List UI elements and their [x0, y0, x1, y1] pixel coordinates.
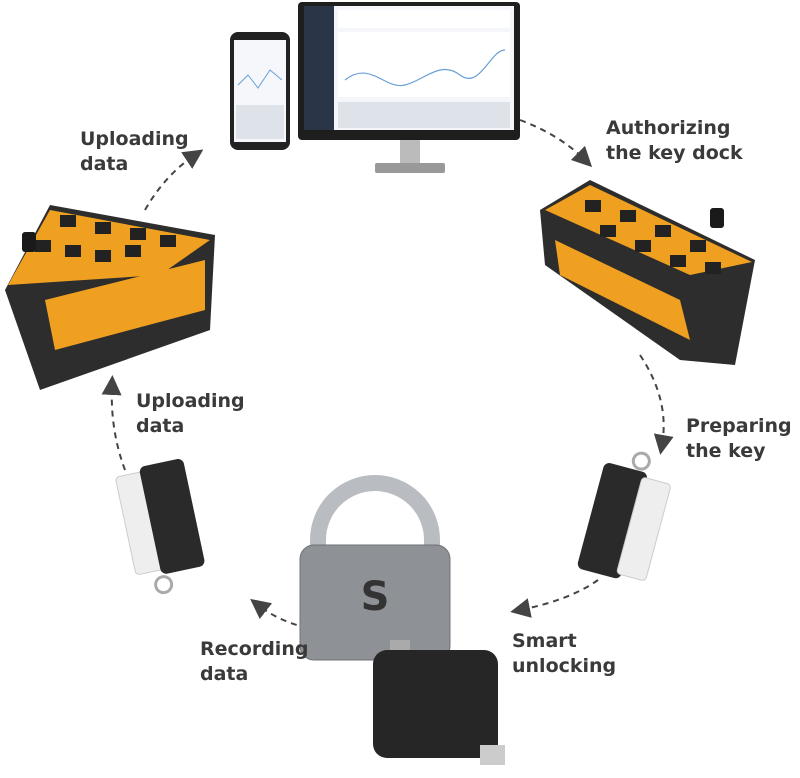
svg-text:S: S: [361, 574, 390, 620]
label-line: Smart: [512, 630, 577, 652]
arrow-lock-to-key-left: [250, 598, 341, 633]
step-label-uploading-data-left: Uploading data: [136, 389, 245, 439]
arrow-dock-right-to-key: [639, 354, 674, 455]
key-dock-left-image: [5, 205, 215, 390]
label-line: Preparing: [686, 415, 792, 437]
label-line: data: [136, 415, 185, 437]
arrow-dock-left-to-phone: [144, 149, 204, 211]
key-dock-right-image: [540, 180, 755, 365]
arrow-monitor-to-dock-right: [519, 119, 593, 168]
smart-padlock-image: S: [299, 475, 505, 765]
step-label-authorizing-key-dock: Authorizing the key dock: [606, 116, 743, 166]
label-line: the key: [686, 440, 766, 462]
smart-key-left-image: [115, 459, 205, 595]
step-label-recording-data: Recording data: [200, 637, 308, 687]
label-line: the key dock: [606, 142, 743, 164]
label-line: unlocking: [512, 655, 617, 677]
arrow-key-left-to-dock-left: [101, 375, 126, 471]
smart-key-right-image: [577, 451, 671, 581]
label-line: Uploading: [80, 128, 189, 150]
arrow-key-to-lock: [510, 579, 599, 618]
phone-app-image: [230, 32, 290, 150]
label-line: Recording: [200, 638, 309, 660]
label-line: data: [80, 153, 129, 175]
label-line: data: [200, 663, 249, 685]
step-label-uploading-data-top: Uploading data: [80, 127, 189, 177]
label-line: Uploading: [136, 390, 245, 412]
monitor-dashboard-image: [298, 2, 520, 173]
step-label-smart-unlocking: Smart unlocking: [512, 629, 616, 679]
label-line: Authorizing: [606, 117, 731, 139]
step-label-preparing-key: Preparing the key: [686, 414, 792, 464]
cycle-arrows: [101, 119, 674, 633]
